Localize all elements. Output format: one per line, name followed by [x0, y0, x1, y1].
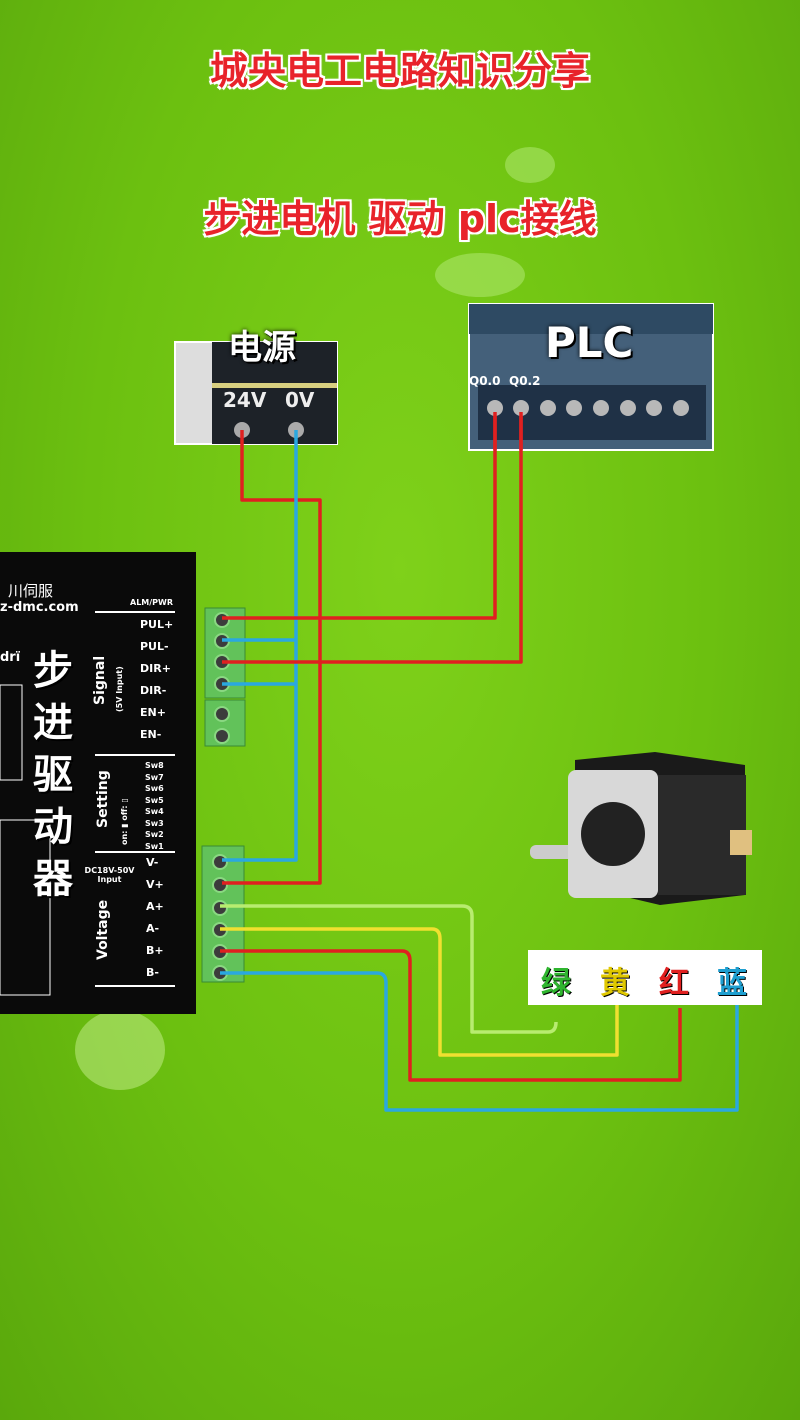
switch-labels: Sw8 Sw7 Sw6 Sw5 Sw4 Sw3 Sw2 Sw1 [145, 761, 164, 851]
wire-24v-to-vplus [222, 430, 322, 885]
voltage-group-label: Voltage [95, 899, 111, 960]
wire-q00-to-pulplus [222, 408, 497, 620]
wire-0v-to-vminus [222, 430, 298, 862]
wire-b-minus-blue [220, 971, 739, 1112]
leaf-decoration [75, 1010, 165, 1090]
driver-model: drï [0, 650, 21, 665]
power-terminal-labels: V- V+ A+ A- B+ B- [146, 856, 164, 979]
signal-note: (5V Input) [115, 666, 124, 712]
wire-label-yellow: 黄 [600, 966, 630, 1001]
wire-label-green: 绿 [541, 966, 571, 1001]
plc-output-q02: Q0.2 [509, 374, 541, 388]
driver-title: 步 进 驱 动 器 [33, 648, 73, 902]
leaf-decoration [435, 253, 525, 297]
alm-pwr-label: ALM/PWR [130, 598, 174, 607]
page-subtitle: 步进电机 驱动 plc接线 [203, 197, 597, 241]
setting-group-label: Setting [95, 770, 111, 828]
stepper-driver [0, 552, 196, 1014]
page-title: 城央电工电路知识分享 [209, 49, 590, 93]
stepper-motor-image [530, 752, 752, 905]
wire-a-plus-green [220, 904, 558, 1034]
terminal-label-24v: 24V [223, 388, 267, 412]
signal-group-label: Signal [92, 655, 108, 705]
plc-label: PLC [545, 318, 634, 367]
power-supply-label: 电源 [228, 328, 296, 368]
setting-note: on: ▮ off: ▯ [120, 798, 129, 845]
power-supply [174, 341, 338, 445]
wire-q02-to-dirplus [222, 408, 523, 664]
wire-label-red: 红 [659, 966, 689, 1001]
signal-terminal-labels: PUL+ PUL- DIR+ DIR- EN+ EN- [140, 618, 174, 741]
wire-color-labels [528, 950, 762, 1005]
wire-a-minus-yellow [220, 927, 619, 1057]
power-terminal-block [201, 845, 245, 983]
driver-website: z-dmc.com [0, 600, 79, 615]
terminal-label-0v: 0V [285, 388, 315, 412]
plc-output-q00: Q0.0 [469, 374, 501, 388]
voltage-note: DC18V-50V Input [84, 866, 135, 884]
wire-b-plus-red [220, 949, 682, 1082]
signal-terminal-block [204, 607, 246, 747]
driver-brand: 川伺服 [8, 582, 54, 600]
leaf-decoration [505, 147, 555, 183]
wire-label-blue: 蓝 [717, 966, 747, 1001]
